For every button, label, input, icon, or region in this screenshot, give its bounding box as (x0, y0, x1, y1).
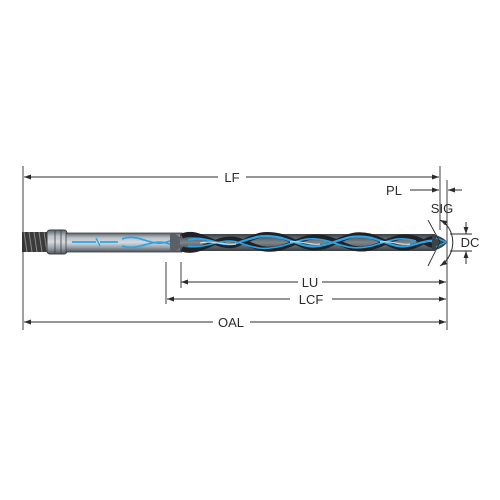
shank (65, 232, 183, 253)
dc-dimension: DC (461, 222, 480, 264)
pl-dimension: PL (386, 183, 462, 198)
sig-label: SIG (431, 201, 453, 216)
oal-dimension: OAL (24, 315, 446, 330)
dc-label: DC (461, 235, 480, 250)
flute-runout (170, 233, 186, 252)
threaded-end (22, 231, 48, 253)
oal-label: OAL (218, 315, 244, 330)
shank-collar (46, 229, 68, 255)
lf-label: LF (224, 170, 239, 185)
lu-dimension: LU (180, 262, 446, 290)
lcf-label: LCF (299, 292, 324, 307)
lf-dimension: LF (24, 170, 439, 185)
sig-dimension: SIG (427, 201, 453, 267)
drill-tool (22, 229, 448, 255)
lcf-dimension: LCF (167, 292, 446, 307)
lu-label: LU (302, 275, 319, 290)
pl-label: PL (386, 183, 402, 198)
fluted-body (180, 231, 441, 253)
